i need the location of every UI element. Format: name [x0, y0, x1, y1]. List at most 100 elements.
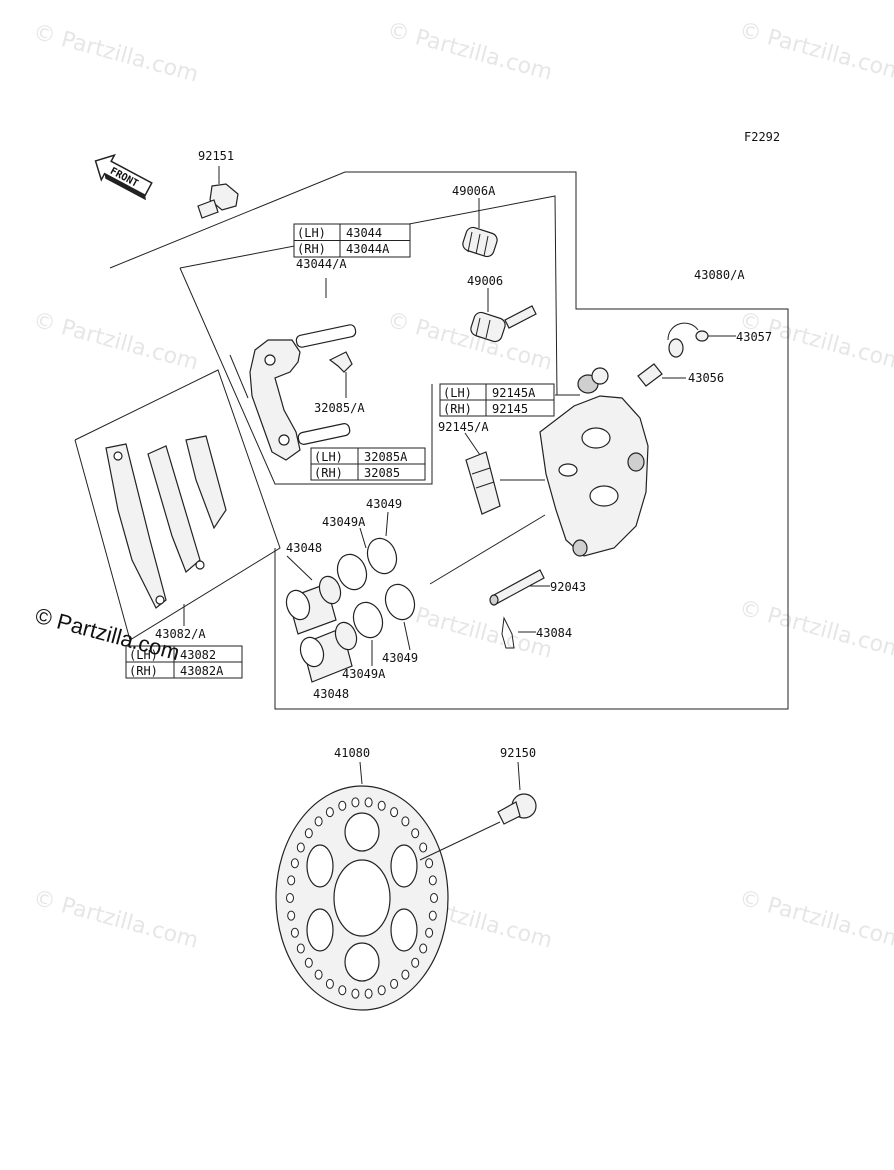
label-43049A-bottom: 43049A — [342, 667, 386, 681]
piston-43048-top — [285, 555, 342, 635]
label-43044A: 43044/A — [296, 257, 347, 271]
table-part: 32085A — [364, 450, 408, 464]
table-side: (LH) — [443, 386, 472, 400]
label-43056: 43056 — [688, 371, 724, 385]
label-92151: 92151 — [198, 149, 234, 163]
bolt-92150 — [497, 761, 537, 825]
pin-92043 — [489, 569, 550, 606]
disc-hole — [390, 807, 399, 818]
watermark: © Partzilla.com — [30, 20, 200, 88]
disc-hole — [296, 842, 305, 853]
disc-hole — [419, 943, 428, 954]
label-92145A: 92145/A — [438, 420, 489, 434]
disc-hole — [304, 828, 313, 839]
piston-43048-bottom — [299, 621, 358, 683]
label-43048-bottom: 43048 — [313, 687, 349, 701]
disc-hole — [351, 988, 360, 999]
table-side: (LH) — [297, 226, 326, 240]
disc-hole — [338, 800, 347, 811]
seals — [336, 511, 546, 666]
disc-hole — [325, 807, 334, 818]
disc-holes — [286, 797, 438, 999]
table-spring: (LH) 92145A (RH) 92145 — [439, 383, 555, 417]
table-part: 92145 — [492, 402, 528, 416]
watermark: © Partzilla.com — [30, 308, 200, 376]
watermark: © Partzilla.com — [736, 886, 894, 954]
disc-hole — [287, 875, 296, 886]
boot-49006 — [470, 288, 537, 343]
table-side: (LH) — [129, 648, 158, 662]
disc-hole — [286, 893, 294, 903]
bolt-92151 — [197, 166, 239, 219]
label-32085A: 32085/A — [314, 401, 365, 415]
disc-hole — [428, 910, 437, 921]
disc-hole — [411, 828, 420, 839]
disc-hole — [290, 927, 299, 938]
label-43080A: 43080/A — [694, 268, 745, 282]
disc-hole — [338, 985, 347, 996]
table-part: 43044A — [346, 242, 390, 256]
disc-hole — [364, 797, 373, 808]
disc-hole — [425, 927, 434, 938]
label-43049-top: 43049 — [366, 497, 402, 511]
table-part: 43082 — [180, 648, 216, 662]
disc-hole — [314, 969, 323, 980]
watermark: © Partzilla.com — [30, 886, 200, 954]
front-arrow-icon: FRONT — [94, 153, 153, 201]
table-side: (RH) — [314, 466, 343, 480]
disc-hole — [287, 910, 296, 921]
label-92150: 92150 — [500, 746, 536, 760]
disc-hole — [325, 978, 334, 989]
label-49006: 49006 — [467, 274, 503, 288]
disc-hole — [314, 816, 323, 827]
table-side: (RH) — [297, 242, 326, 256]
label-43057: 43057 — [736, 330, 772, 344]
table-pin: (LH) 32085A (RH) 32085 — [310, 447, 426, 481]
bleeder-cap-43057 — [667, 322, 736, 358]
disc-hole — [401, 969, 410, 980]
watermark: © Partzilla.com — [384, 18, 554, 86]
disc-hole — [390, 978, 399, 989]
caliper-bracket-43044 — [249, 278, 357, 461]
table-part: 43044 — [346, 226, 382, 240]
boot-49006A — [462, 198, 498, 258]
table-part: 32085 — [364, 466, 400, 480]
spring-92145 — [464, 432, 545, 515]
disc-hole — [430, 893, 438, 903]
disc-hole — [304, 957, 313, 968]
caliper-body-43080 — [539, 367, 649, 557]
disc-hole — [425, 858, 434, 869]
disc-hole — [351, 797, 360, 808]
brake-pads-43082 — [105, 435, 227, 626]
table-part: 92145A — [492, 386, 536, 400]
table-side: (LH) — [314, 450, 343, 464]
label-43084: 43084 — [536, 626, 572, 640]
label-41080: 41080 — [334, 746, 370, 760]
table-part: 43082A — [180, 664, 224, 678]
disc-hole — [377, 985, 386, 996]
label-43082A: 43082/A — [155, 627, 206, 641]
table-side: (RH) — [443, 402, 472, 416]
disc-hole — [428, 875, 437, 886]
disc-hole — [377, 800, 386, 811]
watermark: © Partzilla.com — [736, 18, 894, 86]
disc-hole — [401, 816, 410, 827]
diagram-code: F2292 — [744, 130, 780, 144]
disc-hole — [296, 943, 305, 954]
label-43049A-top: 43049A — [322, 515, 366, 529]
label-49006A: 49006A — [452, 184, 496, 198]
table-bracket: (LH) 43044 (RH) 43044A — [293, 223, 411, 258]
disc-hole — [290, 858, 299, 869]
table-pads: (LH) 43082 (RH) 43082A — [125, 645, 243, 679]
disc-hole — [364, 988, 373, 999]
table-side: (RH) — [129, 664, 158, 678]
part-labels: 92151 49006A 43044/A 49006 43080/A 43057… — [155, 149, 772, 760]
bleeder-valve-43056 — [637, 363, 686, 387]
watermark: © Partzilla.com — [736, 596, 894, 664]
label-43049-bottom: 43049 — [382, 651, 418, 665]
disc-hole — [419, 842, 428, 853]
brake-disc-41080 — [275, 761, 501, 1011]
pad-spring-32085 — [328, 351, 353, 398]
disc-hole — [411, 957, 420, 968]
